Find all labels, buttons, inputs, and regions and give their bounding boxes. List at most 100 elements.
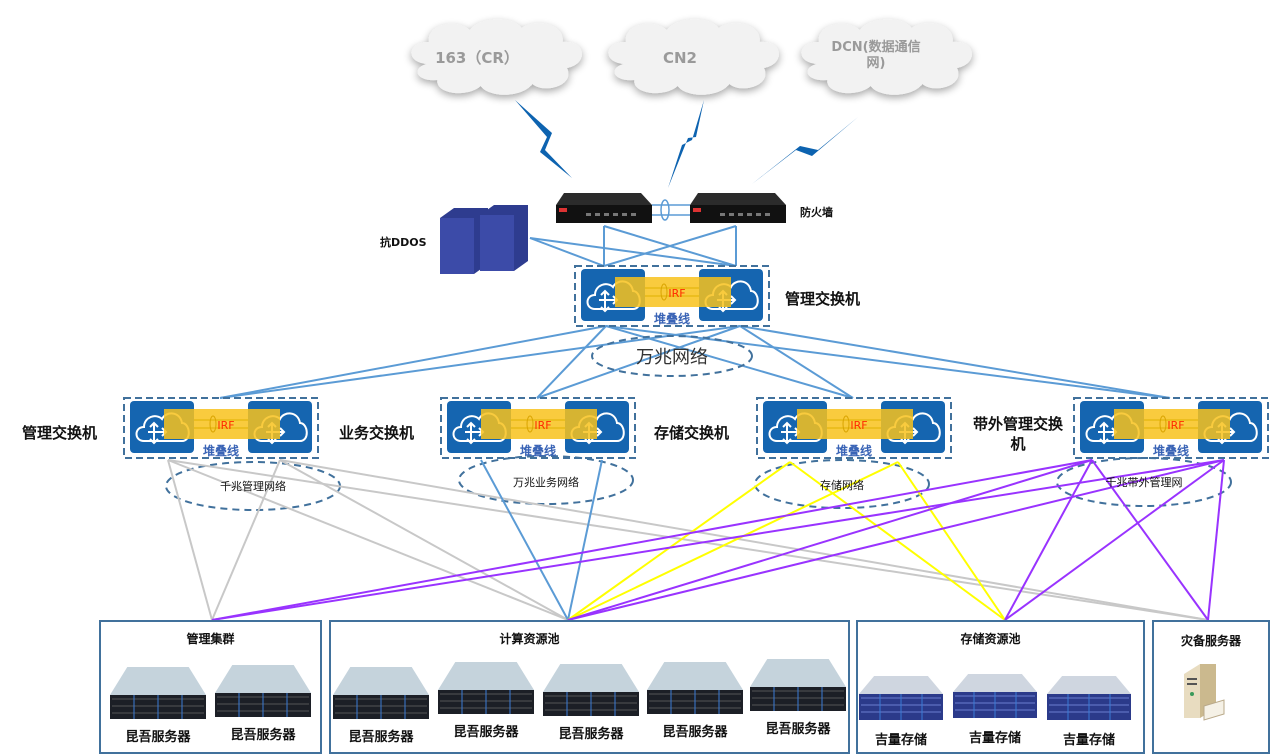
lightning-bolt-icon [752,117,858,184]
storage-network-link [567,461,899,621]
rack-server-icon [215,665,311,717]
firewall-port [613,213,618,216]
server-label: 昆吾服务器 [453,725,519,740]
network-zone-ellipse [754,459,930,509]
firewall-device [556,193,652,223]
storage-network-link [567,461,791,621]
mgmt-network-link [167,459,1209,621]
server-label: 昆吾服务器 [348,730,414,745]
group-title: 灾备服务器 [1180,634,1241,648]
irf-band [797,409,913,439]
irf-band [1114,409,1230,439]
core-to-access-link [219,325,607,399]
firewall-top [690,193,786,205]
rack-server-icon [438,662,534,714]
irf-label: IRF [1167,419,1184,432]
irf-ring [209,415,217,433]
access-switch-label-storage: 存储交换机 [654,424,730,442]
firewall-port [756,213,761,216]
access-switch-label-oob: 带外管理交换机 [972,415,1063,453]
network-label-business: 万兆业务网络 [513,476,579,489]
business-network-link [480,459,569,621]
stack-label: 堆叠线 [203,443,239,458]
core-to-access-link [605,325,1171,399]
oob-network-link [567,459,1093,621]
access-switch-stack-0: IRF 堆叠线 [123,397,319,459]
rack-server-icon [543,664,639,716]
oob-network-link [211,459,1225,621]
network-label-oob: 千兆带外管理网 [1105,476,1183,489]
storage-label: 吉量存储 [968,731,1021,746]
firewall-top [556,193,652,205]
group-title: 存储资源池 [960,632,1021,646]
network-zone-ellipse [591,335,753,377]
core-to-access-link [739,325,854,399]
uplink-line [603,225,737,267]
core-network-label: 万兆网络 [636,347,708,368]
irf-band [615,277,731,307]
cloud-label-163: 163（CR） [435,49,519,67]
firewall-port [720,213,725,216]
mgmt-network-link [279,459,1209,621]
access-switch-stack-3: IRF 堆叠线 [1073,397,1269,459]
mgmt-network-link [279,459,569,621]
irf-band [481,409,597,439]
oob-network-link [1004,459,1093,621]
switch-stack-frame [756,397,952,459]
firewall-label: 防火墙 [800,206,833,219]
firewall-port [622,213,627,216]
uplink-line [529,237,605,267]
oob-network-link [567,459,1225,621]
oob-network-link [1207,459,1225,621]
irf-ring [526,415,534,433]
firewall-port [595,213,600,216]
ddos-label: 抗DDOS [380,236,427,249]
firewall-logo [693,208,701,212]
irf-label: IRF [217,419,234,432]
dr-server-icon [1180,660,1230,722]
mgmt-network-link [211,459,281,621]
storage-device: 吉量存储 [859,668,943,748]
core-to-access-link [605,325,854,399]
firewall-port [631,213,636,216]
rack-server-icon [110,667,206,719]
storage-array-icon [859,676,943,720]
business-network-link [567,459,603,621]
switch-stack-frame [1073,397,1269,459]
rack-server-icon [647,662,743,714]
server-device: 昆吾服务器 [438,660,534,740]
storage-device: 吉量存储 [953,666,1037,746]
stack-label: 堆叠线 [1153,443,1189,458]
oob-network-link [1004,459,1225,621]
ddos-server-icon [440,208,488,274]
firewall-port [729,213,734,216]
server-device: 昆吾服务器 [647,660,743,740]
mgmt-network-link [167,459,569,621]
link-aggregation-ring [660,199,670,221]
storage-array-icon [953,674,1037,718]
switch-stack-frame [123,397,319,459]
irf-ring [660,283,668,301]
server-device: 昆吾服务器 [750,657,846,737]
stack-label: 堆叠线 [836,443,872,458]
oob-network-link [211,459,1093,621]
core-switch-label: 管理交换机 [785,290,861,308]
firewall-port [586,213,591,216]
storage-device: 吉量存储 [1047,668,1131,748]
mgmt-network-link [167,459,213,621]
storage-network-link [897,461,1006,621]
lightning-bolt-icon [515,100,572,178]
firewall-port [747,213,752,216]
rack-server-icon [333,667,429,719]
server-label: 昆吾服务器 [765,722,831,737]
server-label: 昆吾服务器 [125,730,191,745]
switch-stack-frame [574,265,770,327]
server-front [480,215,514,271]
storage-array-icon [1047,676,1131,720]
ddos-server-icon [480,205,528,271]
